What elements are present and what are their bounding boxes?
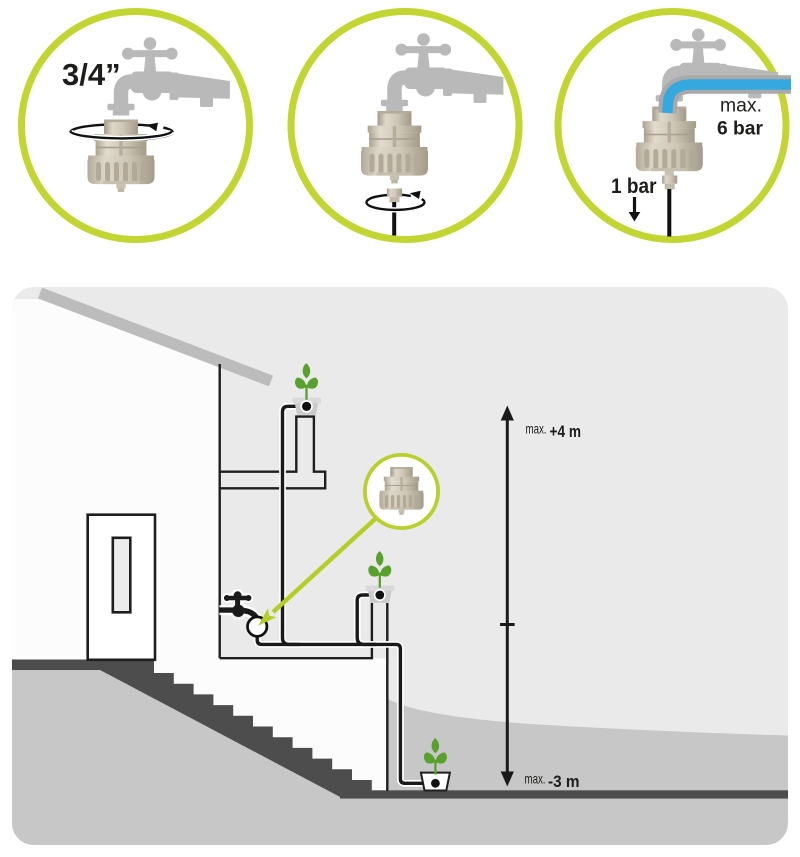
svg-text:max.: max. — [525, 771, 546, 787]
svg-text:-3 m: -3 m — [548, 772, 580, 791]
svg-text:1 bar: 1 bar — [611, 175, 657, 198]
svg-text:max.: max. — [720, 96, 762, 117]
svg-text:+4 m: +4 m — [550, 422, 582, 441]
svg-text:3/4”: 3/4” — [62, 57, 121, 92]
svg-text:max.: max. — [526, 421, 547, 437]
svg-text:6 bar: 6 bar — [717, 118, 763, 140]
